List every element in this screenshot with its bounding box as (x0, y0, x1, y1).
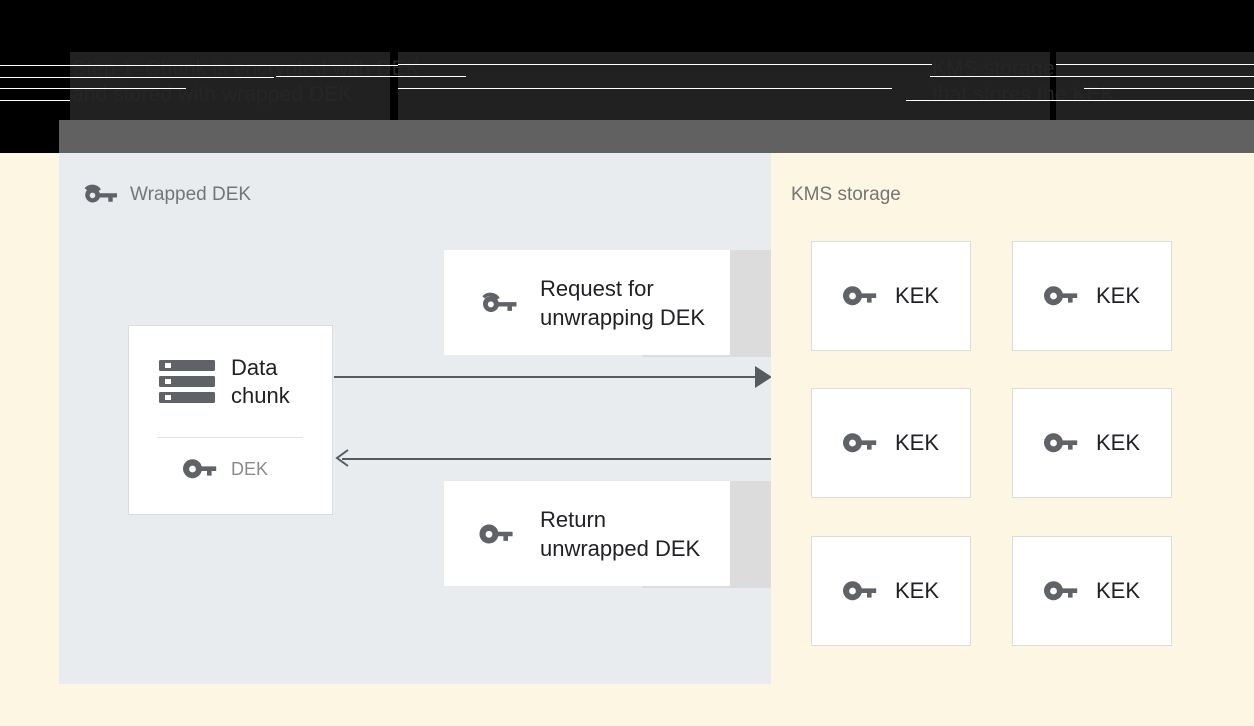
key-icon (182, 458, 217, 480)
kms-panel-header: KMS storage (791, 184, 901, 206)
arrow-from-kms-head-icon (335, 449, 349, 467)
header-gray-band-notch (0, 120, 59, 153)
glitch-streak (276, 76, 466, 77)
storage-panel-header: Wrapped DEK (80, 182, 251, 208)
key-icon (1043, 580, 1078, 602)
glitch-streak (0, 100, 70, 101)
glitch-block (390, 52, 398, 120)
storage-icon (159, 358, 215, 406)
return-unwrapped-card[interactable]: Return unwrapped DEK (444, 481, 730, 586)
data-chunk-row: Data chunk (159, 354, 290, 410)
glitch-streak (1056, 64, 1254, 65)
glitch-streak (398, 64, 932, 65)
data-chunk-card[interactable]: Data chunk DEK (128, 325, 333, 515)
key-icon (478, 521, 518, 547)
kek-label: KEK (894, 430, 940, 455)
key-icon (842, 432, 877, 454)
data-chunk-title: Data chunk (231, 355, 290, 408)
kek-label: KEK (894, 283, 940, 308)
wrapped-key-icon (478, 288, 518, 318)
kek-label: KEK (894, 578, 940, 603)
data-chunk-divider (157, 437, 303, 438)
header-glitch-strip (0, 52, 1254, 120)
kek-card[interactable]: KEK (811, 388, 971, 498)
arrow-to-kms-line (334, 376, 768, 378)
kek-card[interactable]: KEK (811, 241, 971, 351)
header-gray-band (0, 120, 1254, 153)
header-title-left: Step 1: Chunk is encrypted with DEK and … (72, 57, 420, 106)
kek-label: KEK (1095, 578, 1141, 603)
glitch-block (1050, 52, 1056, 120)
storage-panel-label: Wrapped DEK (130, 184, 252, 205)
glitch-streak (906, 100, 1254, 101)
key-icon (1043, 285, 1078, 307)
arrow-to-kms-head-icon (755, 366, 772, 388)
return-unwrapped-text: Return unwrapped DEK (540, 506, 701, 561)
kek-card[interactable]: KEK (1012, 241, 1172, 351)
kek-card[interactable]: KEK (1012, 388, 1172, 498)
kms-panel-label: KMS storage (791, 184, 901, 205)
kek-card[interactable]: KEK (811, 536, 971, 646)
key-icon (842, 580, 877, 602)
data-chunk-dek-label: DEK (231, 458, 269, 479)
kek-card[interactable]: KEK (1012, 536, 1172, 646)
wrapped-key-icon (80, 182, 118, 208)
kek-label: KEK (1095, 283, 1141, 308)
glitch-block (0, 52, 70, 120)
header-black-bar (0, 0, 1254, 52)
glitch-streak (930, 76, 1254, 77)
glitch-streak (398, 88, 892, 89)
data-chunk-dek-row: DEK (182, 458, 269, 480)
glitch-streak (0, 88, 186, 89)
glitch-streak (1084, 88, 1254, 89)
glitch-streak (0, 65, 398, 66)
glitch-streak (0, 77, 274, 78)
request-unwrap-text: Request for unwrapping DEK (540, 275, 706, 330)
key-icon (842, 285, 877, 307)
request-unwrap-card[interactable]: Request for unwrapping DEK (444, 250, 730, 355)
key-icon (1043, 432, 1078, 454)
arrow-from-kms-line (342, 458, 771, 460)
kek-label: KEK (1095, 430, 1141, 455)
